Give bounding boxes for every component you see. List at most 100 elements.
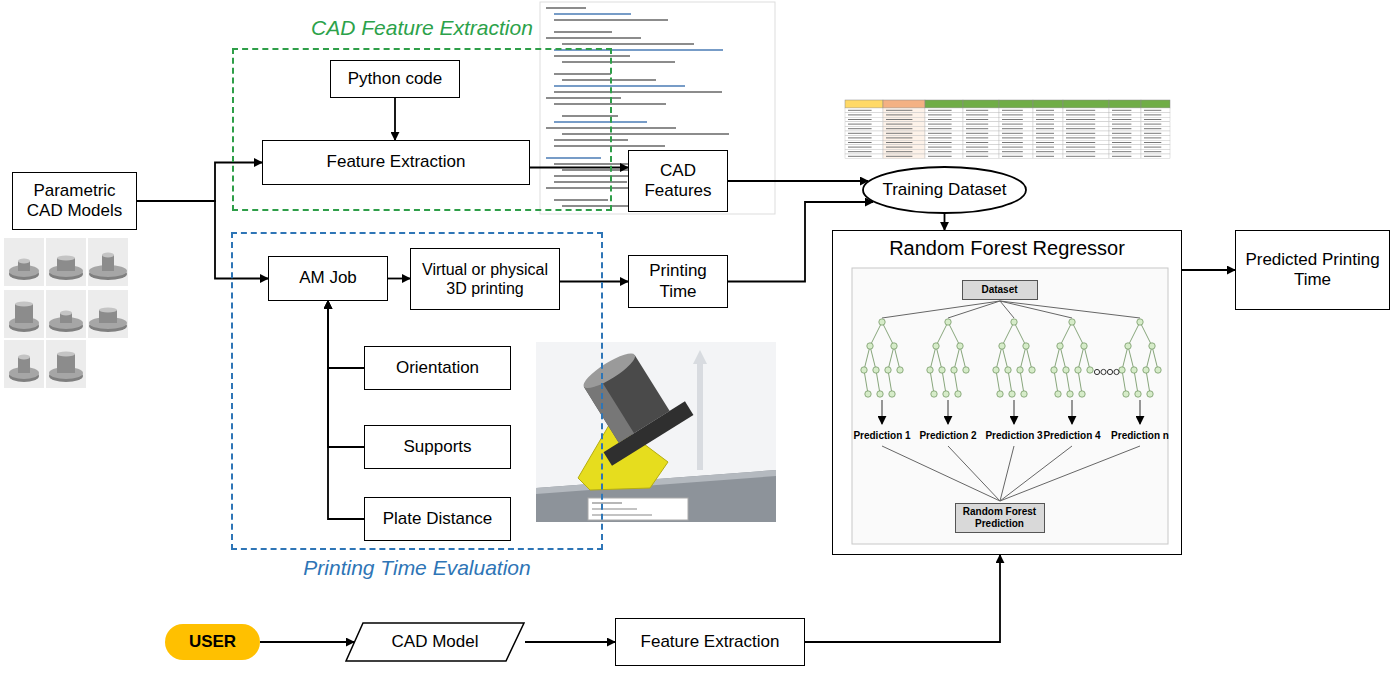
- dialog-box: [588, 498, 688, 520]
- node-label: USER: [189, 632, 236, 652]
- tree-branch: [1020, 370, 1024, 394]
- vote-line: [1000, 446, 1072, 501]
- decision-tree: [993, 301, 1035, 501]
- ellipse-outline: [863, 167, 1026, 213]
- cell-value: [966, 137, 988, 138]
- cell-value: [1002, 124, 1023, 125]
- table-cell: [999, 122, 1033, 127]
- code-line: [546, 157, 601, 159]
- flow-arrow: [525, 641, 615, 643]
- cell-value: [1036, 124, 1054, 125]
- cell-value: [928, 124, 952, 125]
- process-box: Feature Extraction: [262, 140, 530, 185]
- dataset-link: [1000, 301, 1072, 318]
- table-cell: [925, 145, 963, 150]
- tree-node: [933, 343, 939, 349]
- tree-node: [891, 343, 897, 349]
- table-cell: [1063, 117, 1109, 122]
- table-cell: [1063, 140, 1109, 145]
- process-box: Plate Distance: [364, 497, 511, 541]
- tree-node: [865, 391, 871, 397]
- flow-arrow: [1182, 269, 1235, 271]
- cell-value: [886, 133, 912, 134]
- cell-value: [1112, 128, 1131, 129]
- code-screenshot: [540, 2, 775, 214]
- dataset-link: [1000, 301, 1140, 318]
- tree-branch: [1078, 346, 1084, 370]
- table-cell: [999, 113, 1033, 118]
- tree-node: [1057, 343, 1063, 349]
- boss-top: [18, 259, 30, 264]
- cell-value: [1066, 151, 1095, 152]
- flow-arrow: [328, 301, 364, 368]
- node-label: Virtual or physical 3D printing: [418, 260, 552, 298]
- tree-node: [1029, 367, 1035, 373]
- table-cell: [925, 131, 963, 136]
- decision-tree: [861, 301, 1000, 501]
- cell-value: [1036, 128, 1054, 129]
- table-cell: [1109, 140, 1141, 145]
- cell-value: [1036, 156, 1054, 157]
- tree-branch: [1020, 346, 1026, 370]
- thumb-ground: [4, 340, 44, 388]
- cell-value: [1066, 114, 1095, 115]
- code-line: [554, 55, 630, 57]
- cell-value: [1144, 110, 1161, 111]
- tree-output-arrow: [1140, 400, 1141, 424]
- tree-node: [889, 391, 895, 397]
- thumb-ground: [88, 290, 128, 338]
- flow-arrow: [560, 281, 628, 283]
- boss-top: [57, 256, 75, 261]
- tree-node: [1119, 367, 1125, 373]
- tree-branch: [864, 370, 868, 394]
- cell-value: [1036, 114, 1054, 115]
- tree-output-arrow: [1072, 400, 1073, 424]
- flow-arrow: [137, 201, 268, 279]
- tree-branch: [1152, 346, 1158, 370]
- table-cell: [1141, 145, 1170, 150]
- table-cell: [1141, 154, 1170, 159]
- table-cell: [845, 140, 883, 145]
- table-cell: [1063, 145, 1109, 150]
- cell-value: [1002, 119, 1023, 120]
- table-cell: [883, 117, 925, 122]
- cell-value: [886, 114, 912, 115]
- flow-arrow: [944, 214, 946, 230]
- table-cell: [845, 149, 883, 154]
- tree-node: [939, 367, 945, 373]
- cell-value: [1144, 156, 1161, 157]
- table-cell: [999, 136, 1033, 141]
- cell-value: [1144, 128, 1161, 129]
- table-cell: [883, 126, 925, 131]
- dashed-group: AM JobVirtual or physical 3D printingOri…: [231, 232, 603, 550]
- cell-value: [1112, 156, 1131, 157]
- tree-node: [885, 367, 891, 373]
- prediction-label: Prediction n: [1111, 430, 1169, 441]
- flow-arrow: [805, 555, 1000, 642]
- cell-value: [966, 114, 988, 115]
- tree-branch: [996, 370, 1000, 394]
- table-cell: [1141, 149, 1170, 154]
- panel-heading: Random Forest Regressor: [833, 237, 1181, 260]
- cell-value: [966, 156, 988, 157]
- cell-value: [928, 151, 952, 152]
- table-cell: [1141, 136, 1170, 141]
- process-box: Supports: [364, 425, 511, 469]
- table-cell: [1063, 108, 1109, 113]
- process-box: Predicted Printing Time: [1235, 230, 1390, 310]
- tree-node: [867, 343, 873, 349]
- tree-branch: [1128, 322, 1140, 346]
- cad-thumbnail: [46, 340, 86, 388]
- tree-branch: [1054, 346, 1060, 370]
- cell-value: [928, 142, 952, 143]
- axis-head: [693, 350, 707, 364]
- tree-node: [1123, 391, 1129, 397]
- boss-top: [60, 311, 72, 316]
- table-cell: [963, 136, 999, 141]
- dialog-line: [592, 502, 622, 503]
- tree-branch: [888, 346, 894, 370]
- code-panel: [540, 2, 775, 214]
- cell-value: [966, 124, 988, 125]
- tree-node: [943, 391, 949, 397]
